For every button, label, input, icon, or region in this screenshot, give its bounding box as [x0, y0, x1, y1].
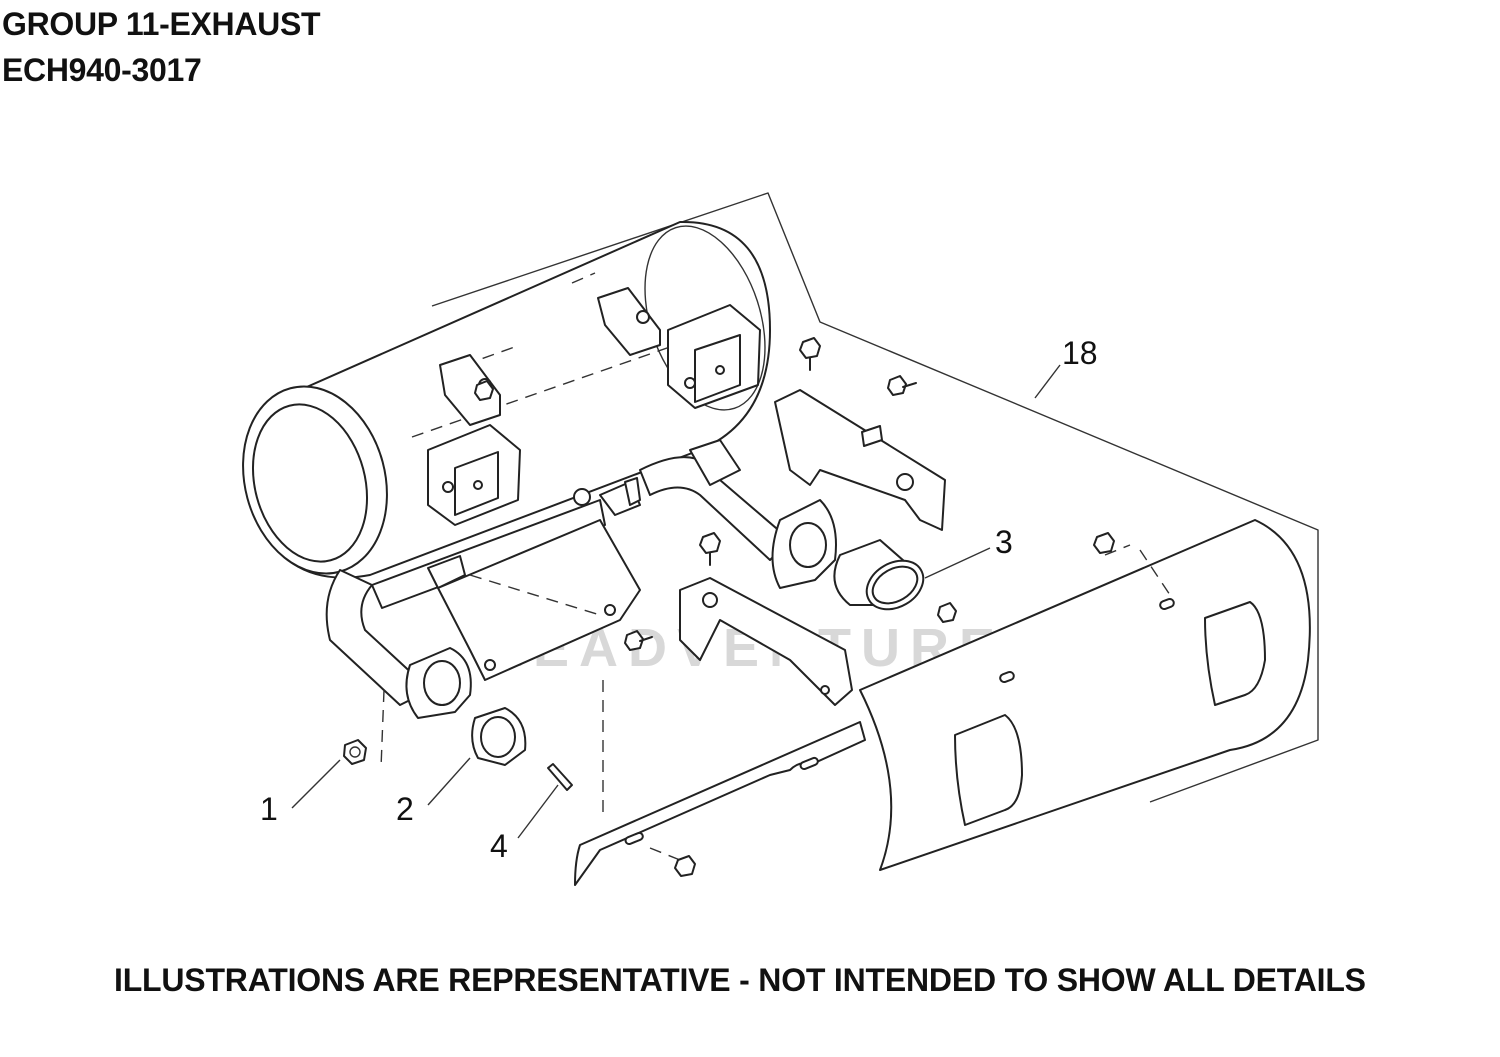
- bolt-icon: [699, 532, 721, 566]
- bolt-icon: [1093, 532, 1115, 554]
- model-code: ECH940-3017: [2, 52, 202, 88]
- stud-bolt[interactable]: [547, 763, 573, 791]
- pipe-flange-right: [771, 499, 837, 589]
- muffler-clamp-right[interactable]: [597, 287, 761, 409]
- bolt-icon: [624, 630, 653, 651]
- lower-deflector[interactable]: [574, 680, 866, 886]
- bolt-icon: [474, 380, 494, 401]
- bolt-icon: [674, 855, 696, 877]
- heat-shield[interactable]: [859, 519, 1311, 871]
- callout-2: 2: [396, 791, 414, 827]
- mid-side-bracket[interactable]: [679, 577, 853, 706]
- muffler-clamp-left[interactable]: [427, 354, 521, 526]
- pipe-clamp-tab: [599, 477, 641, 516]
- bolt-icon: [887, 375, 917, 396]
- callout-leaders: [291, 364, 1061, 839]
- bolt-icon: [799, 337, 821, 371]
- bolts: [474, 337, 1115, 877]
- callout-3: 3: [995, 524, 1013, 560]
- tail-pipe[interactable]: [833, 539, 932, 619]
- callout-1: 1: [260, 791, 278, 827]
- exhaust-pipe[interactable]: [325, 439, 791, 706]
- lower-mount-bracket[interactable]: [427, 488, 641, 681]
- disclaimer: ILLUSTRATIONS ARE REPRESENTATIVE - NOT I…: [114, 962, 1366, 998]
- group-title: GROUP 11-EXHAUST: [2, 6, 321, 42]
- bolt-icon: [937, 602, 957, 623]
- upper-side-bracket[interactable]: [774, 389, 946, 531]
- callout-4: 4: [490, 828, 508, 864]
- callout-18: 18: [1062, 335, 1098, 371]
- gasket[interactable]: [471, 707, 527, 766]
- pipe-flange-left: [405, 647, 472, 719]
- assembly-boundary: [431, 192, 1319, 803]
- flange-nut[interactable]: [343, 689, 385, 769]
